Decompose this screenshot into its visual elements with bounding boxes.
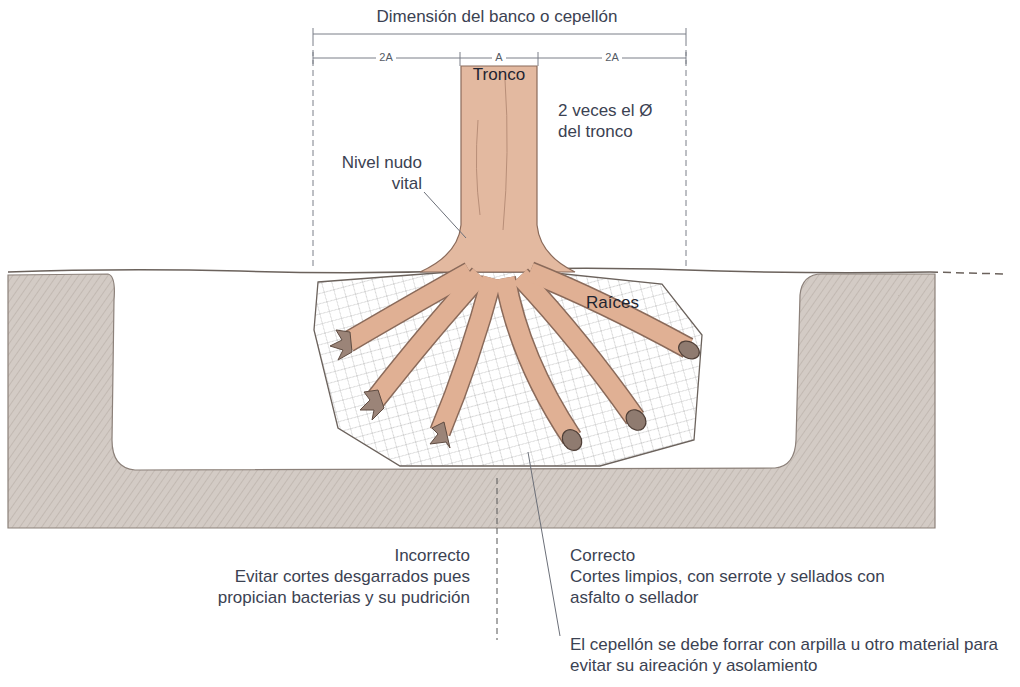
trunk [420,66,575,272]
torn-cuts [330,330,450,448]
ground-line-end [930,272,1005,274]
dimension-label: A [492,51,505,64]
clean-cuts [558,338,702,455]
vital-node-label: Nivel nudo vital [310,152,422,194]
incorrect-heading: Incorrecto [320,545,470,566]
burlap-note: El cepellón se debe forrar con arpilla u… [570,634,1005,676]
roots-label: Raíces [586,292,656,313]
root-ball [314,272,702,466]
roots [348,272,688,438]
correct-note: Cortes limpios, con serrote y sellados c… [570,566,915,608]
incorrect-note: Evitar cortes desgarrados pues propician… [170,566,470,608]
dimension-title: Dimensión del banco o cepellón [347,6,647,27]
dimension-label: 2A [376,51,395,64]
dimension-label: 2A [602,51,621,64]
correct-heading: Correcto [570,545,720,566]
trunk-note: 2 veces el Ø del tronco [558,100,676,142]
trunk-label: Tronco [464,64,534,85]
